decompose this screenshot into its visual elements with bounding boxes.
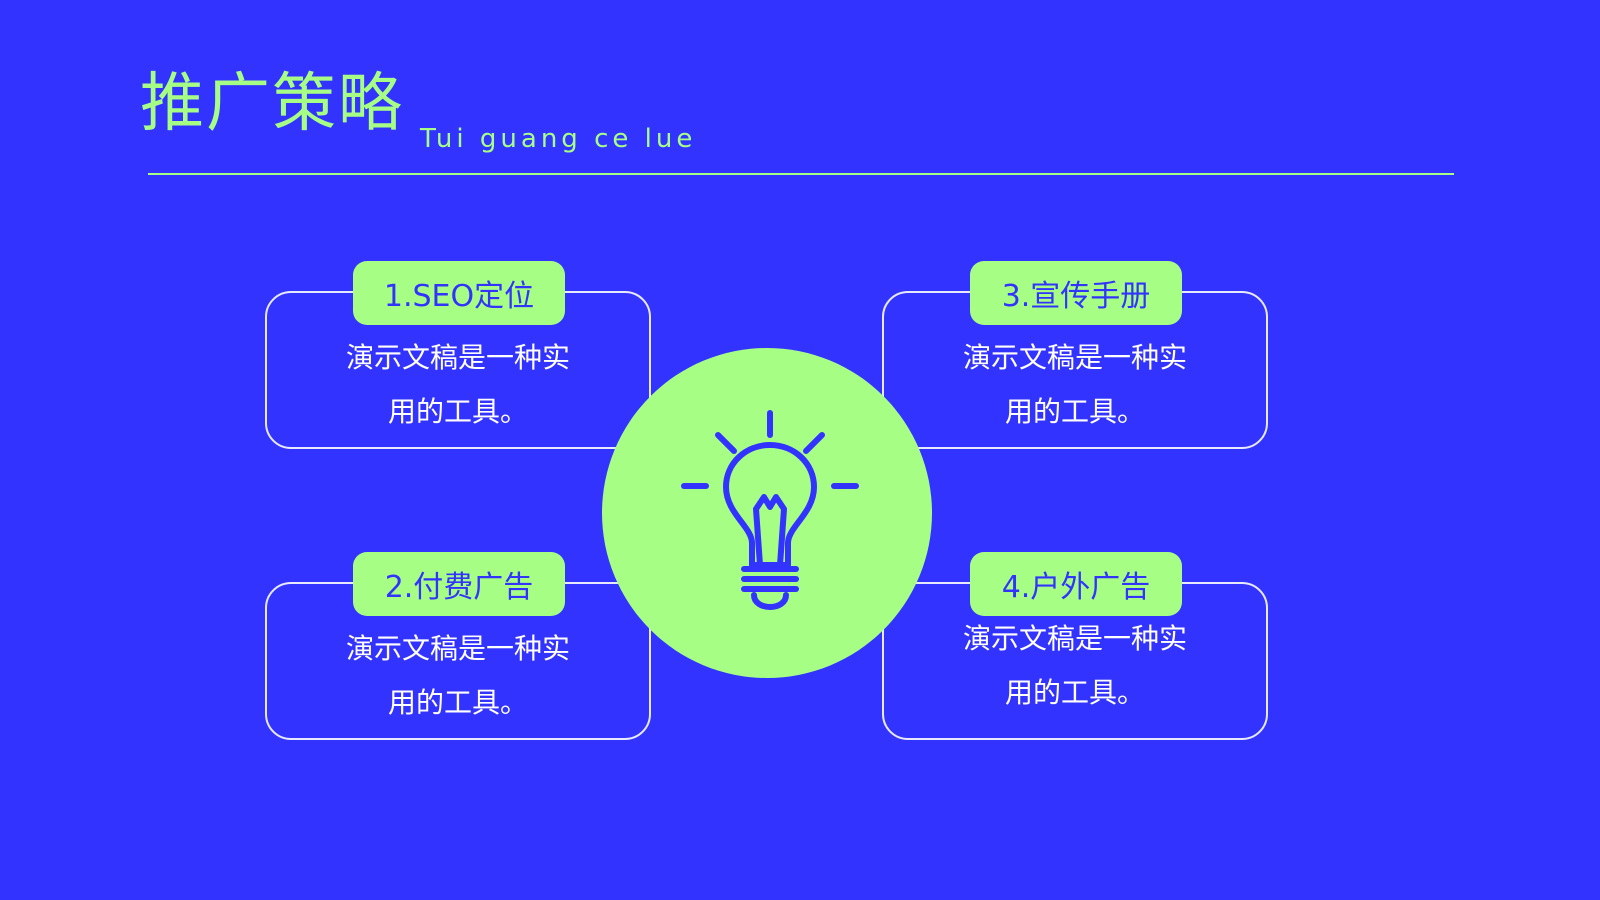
card-description: 演示文稿是一种实 用的工具。 — [884, 612, 1266, 720]
card-label: 4.户外广告 — [970, 552, 1182, 616]
card-description: 演示文稿是一种实 用的工具。 — [267, 331, 649, 439]
strategy-card-brochure: 3.宣传手册 演示文稿是一种实 用的工具。 — [882, 261, 1268, 449]
card-description: 演示文稿是一种实 用的工具。 — [884, 331, 1266, 439]
lightbulb-icon — [681, 410, 859, 610]
card-label: 2.付费广告 — [353, 552, 565, 616]
card-description-line: 演示文稿是一种实 — [962, 341, 1187, 374]
center-circle — [602, 348, 932, 678]
strategy-card-paid-ads: 2.付费广告 演示文稿是一种实 用的工具。 — [265, 552, 651, 740]
page-title: 推广策略 — [140, 67, 404, 141]
card-label: 3.宣传手册 — [970, 261, 1182, 325]
card-description-line: 用的工具。 — [1004, 676, 1145, 709]
card-description-line: 用的工具。 — [387, 686, 528, 719]
card-description-line: 演示文稿是一种实 — [345, 632, 570, 665]
title-divider — [148, 173, 1454, 175]
card-description-line: 演示文稿是一种实 — [962, 622, 1187, 655]
strategy-card-seo: 1.SEO定位 演示文稿是一种实 用的工具。 — [265, 261, 651, 449]
card-description-line: 演示文稿是一种实 — [345, 341, 570, 374]
card-description-line: 用的工具。 — [1004, 395, 1145, 428]
page-subtitle: Tui guang ce lue — [420, 124, 697, 154]
card-description: 演示文稿是一种实 用的工具。 — [267, 622, 649, 730]
card-description-line: 用的工具。 — [387, 395, 528, 428]
strategy-card-outdoor-ads: 4.户外广告 演示文稿是一种实 用的工具。 — [882, 552, 1268, 740]
card-label: 1.SEO定位 — [353, 261, 565, 325]
